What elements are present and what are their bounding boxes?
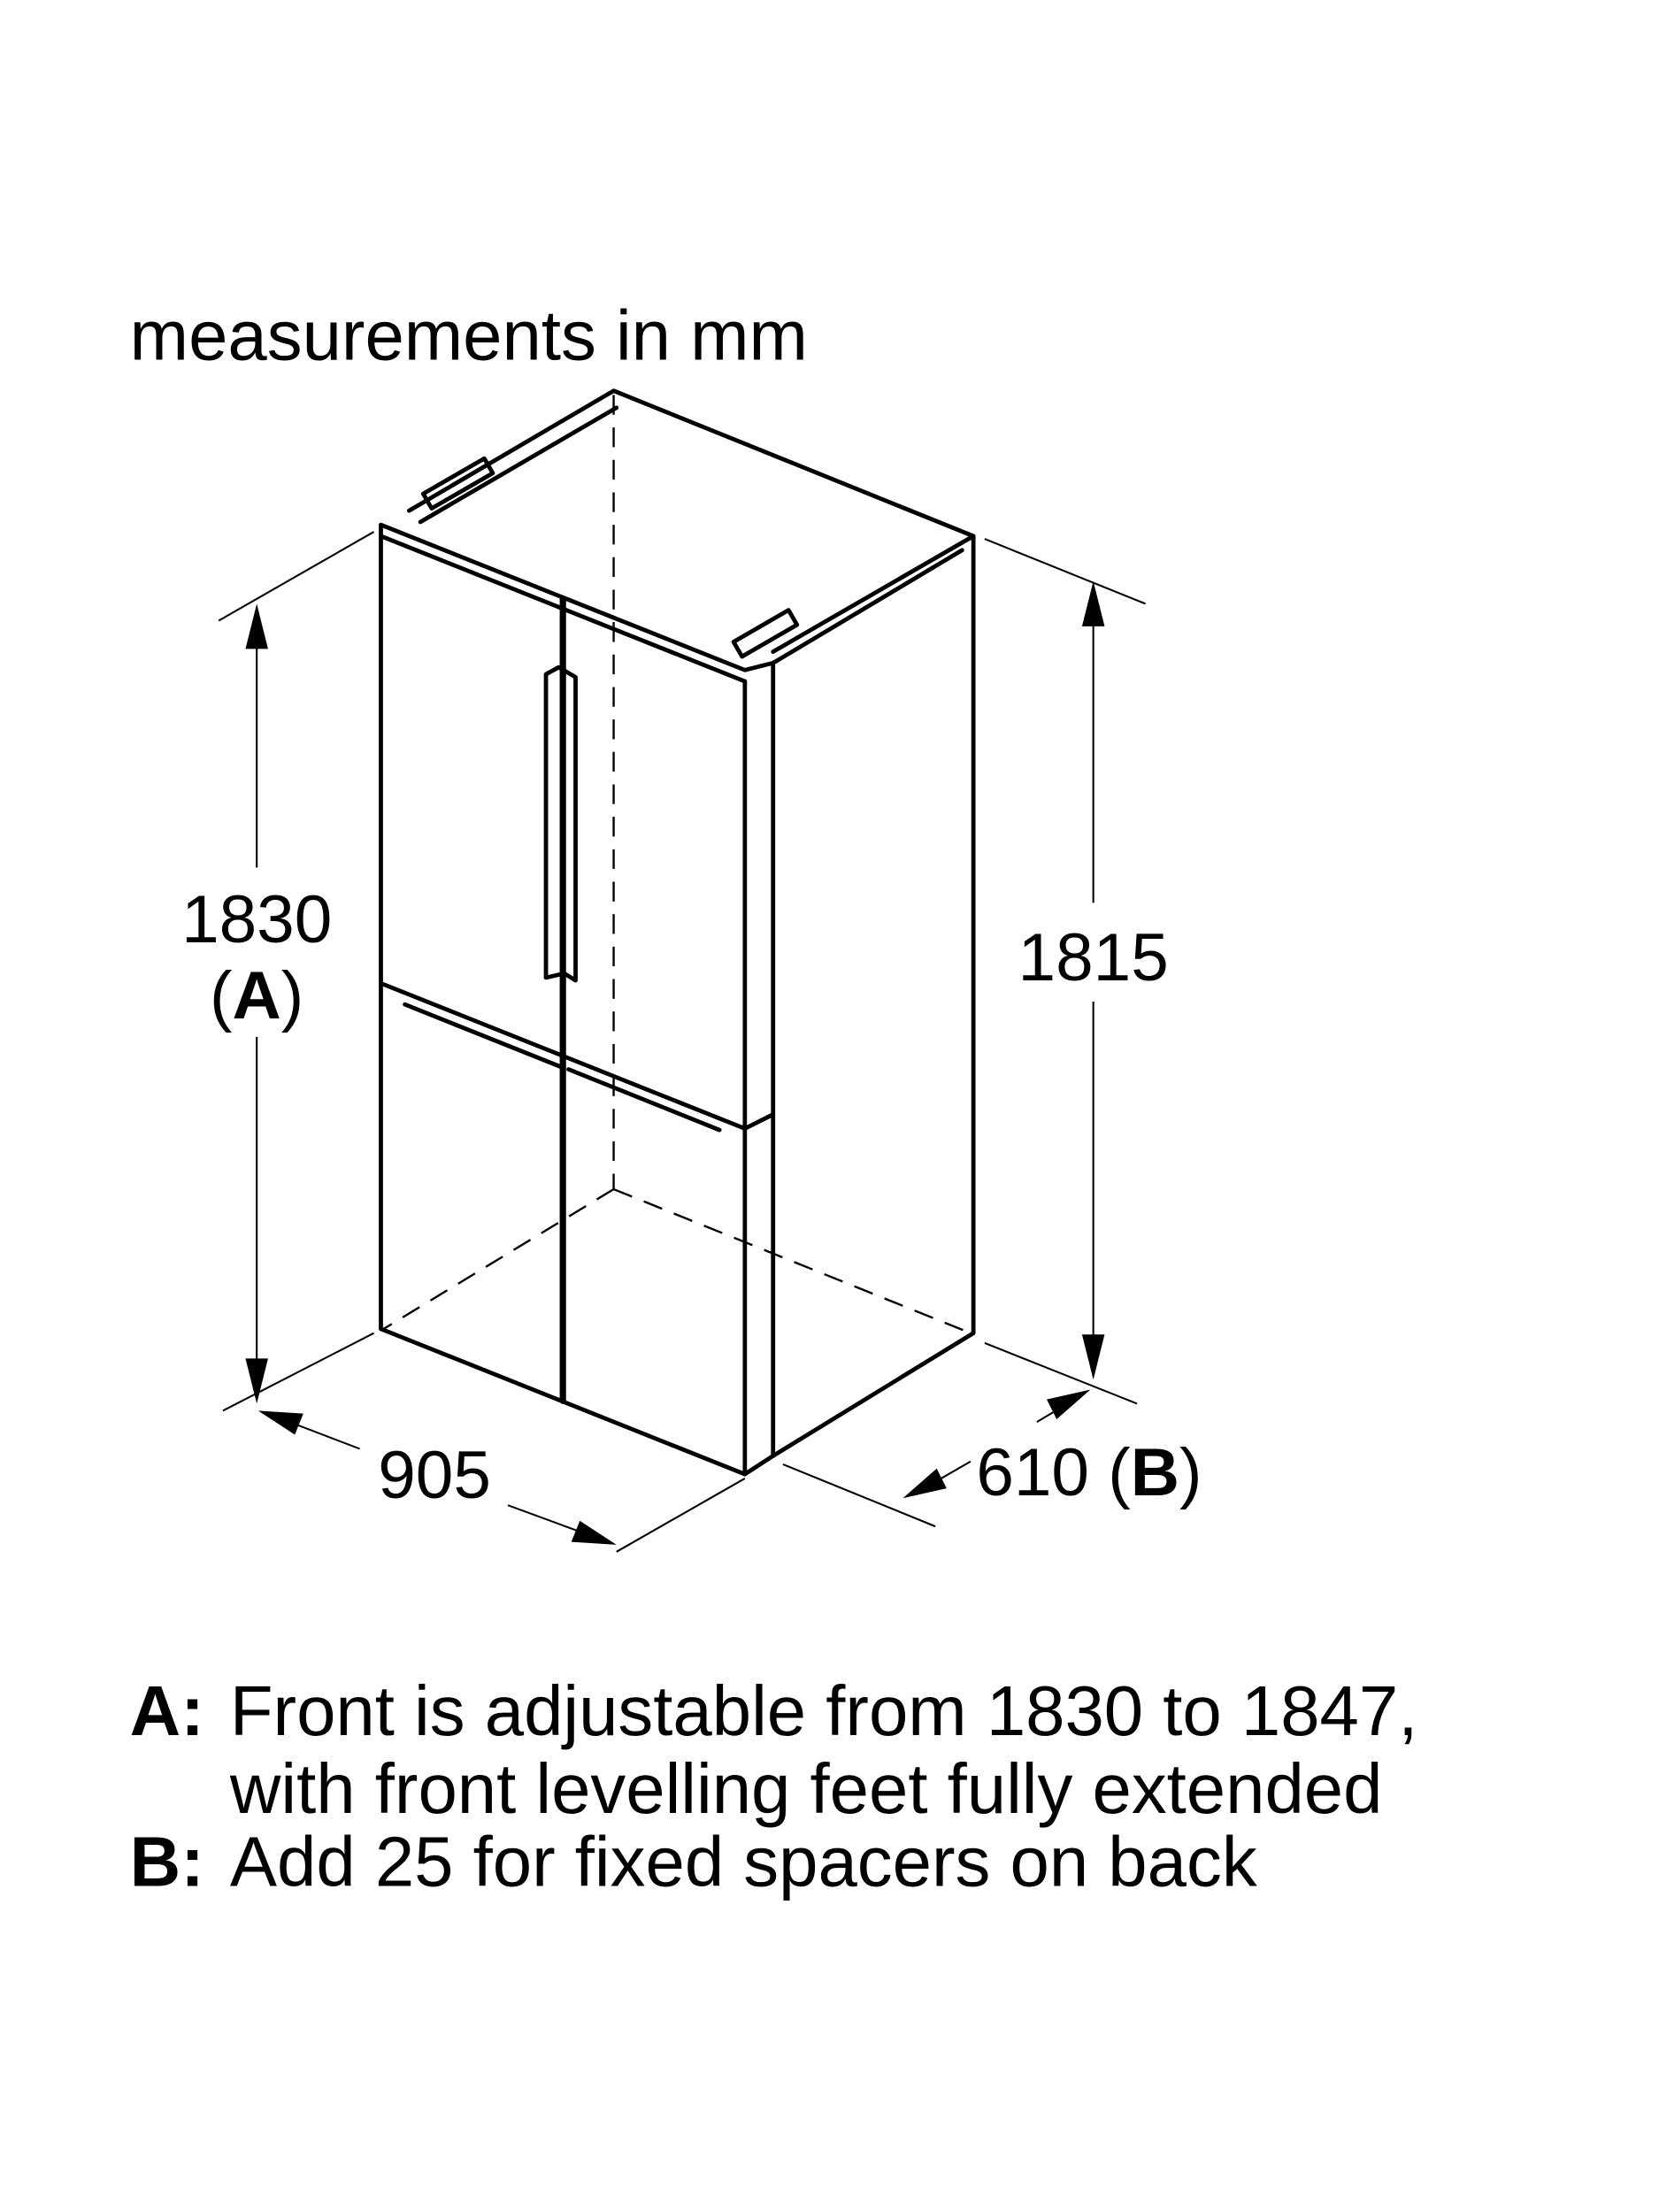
extension-line [984, 538, 1147, 605]
depth-label: 610 (B) [976, 1435, 1202, 1510]
footnotes: A: Front is adjustable from 1830 to 1847… [130, 1671, 1418, 1901]
top-left-rail [418, 405, 619, 525]
drawer-divider [379, 980, 748, 1131]
arrow-left-icon [257, 1410, 303, 1435]
extension-line [616, 1478, 746, 1553]
arrow-up-right-icon [1047, 1389, 1091, 1419]
top-right-rail [771, 548, 964, 665]
note-a-key: A: [130, 1671, 204, 1750]
side-strip-break [742, 1112, 776, 1131]
note-a-line-2: with front levelling feet fully extended [229, 1749, 1383, 1828]
ref-letter-a: A [233, 958, 281, 1033]
note-b-line-1: Add 25 for fixed spacers on back [230, 1823, 1257, 1901]
width-label: 905 [378, 1438, 491, 1513]
arrow-down-icon [245, 1358, 268, 1404]
drawer-handle-left [403, 1002, 563, 1069]
ref-letter-b: B [1131, 1435, 1179, 1510]
side-bottom-edge [771, 1331, 976, 1458]
arrow-up-icon [245, 603, 268, 649]
right-hinge [731, 608, 800, 659]
diagram-title: measurements in mm [130, 296, 808, 375]
depth-value: 610 [976, 1435, 1089, 1510]
note-a-line-1: Front is adjustable from 1830 to 1847, [230, 1671, 1417, 1750]
extension-line [782, 1463, 936, 1528]
dimension-lines: 1830 (A) 1815 905 610 (B) [181, 531, 1202, 1553]
arrow-down-icon [1081, 1334, 1105, 1380]
extension-line [984, 1341, 1138, 1405]
left-hinge [420, 456, 495, 511]
door-handle [543, 664, 578, 983]
height-front-ref: (A) [210, 958, 303, 1033]
arrow-down-left-icon [902, 1468, 947, 1499]
fridge-outline [379, 388, 976, 1477]
note-b-key: B: [130, 1823, 204, 1901]
arrow-right-icon [571, 1520, 617, 1545]
extension-line [218, 531, 375, 622]
height-front-label: 1830 [181, 882, 332, 957]
hidden-bottom-left-edge [383, 1188, 615, 1330]
height-side-label: 1815 [1018, 920, 1169, 995]
arrow-up-icon [1081, 580, 1105, 626]
front-top-edge [379, 522, 776, 672]
drawer-handle-right [566, 1067, 722, 1133]
side-strip-bottom [742, 1454, 776, 1477]
extension-line [222, 1332, 374, 1412]
hidden-bottom-right-edge [613, 1187, 972, 1334]
top-back-edges [406, 388, 976, 654]
